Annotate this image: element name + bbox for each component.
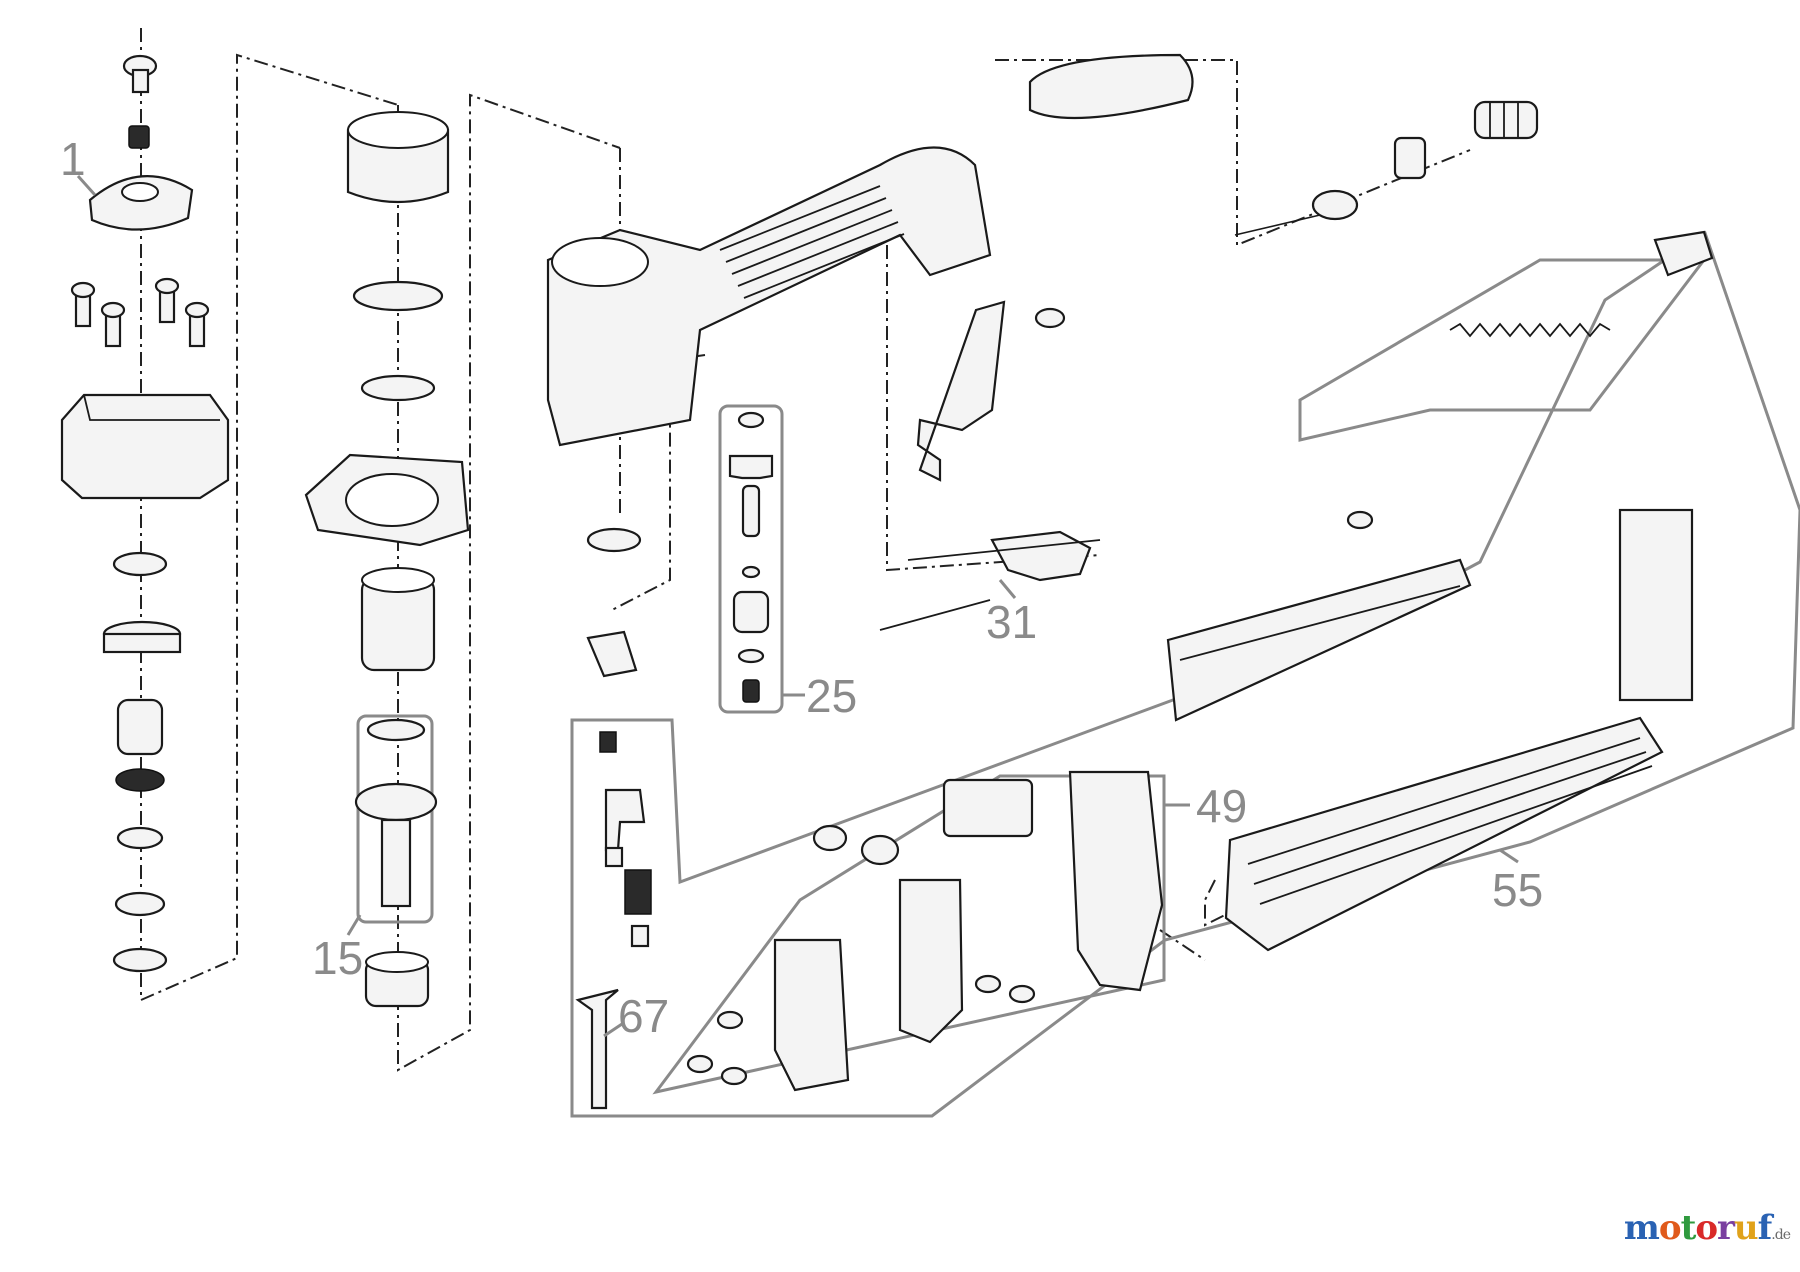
watermark-suffix: .de — [1771, 1227, 1791, 1243]
tool-body — [546, 53, 1194, 553]
valve-assembly-parts — [728, 411, 774, 703]
o-ring — [1311, 189, 1359, 221]
callout-67: 67 — [618, 990, 669, 1042]
watermark-letter: m — [1623, 1208, 1660, 1248]
left-stack-parts — [60, 54, 230, 973]
magazine-parts — [1166, 230, 1714, 952]
watermark-letter: t — [1680, 1208, 1697, 1248]
callout-31: 31 — [986, 596, 1037, 648]
magazine-channel — [1224, 716, 1664, 952]
callout-1: 1 — [60, 133, 86, 185]
rear-bracket — [1618, 508, 1694, 702]
watermark-letter: f — [1757, 1208, 1773, 1248]
brand-watermark: motoruf.de — [1623, 1208, 1791, 1248]
cylinder-stack-parts — [304, 111, 470, 1008]
trigger — [990, 530, 1092, 582]
group-box-67 — [570, 230, 1800, 1118]
nose-plate — [1068, 770, 1164, 992]
linkage-bracket — [586, 630, 638, 678]
valve-piston — [116, 698, 164, 756]
pusher-head — [1653, 230, 1714, 277]
air-fitting-parts — [1234, 100, 1539, 236]
spring-small — [128, 125, 150, 149]
group-box-15 — [356, 714, 434, 924]
callout-55: 55 — [1492, 864, 1543, 916]
pusher-springs — [1449, 322, 1611, 338]
piston — [354, 782, 438, 822]
watermark-letter: r — [1717, 1208, 1735, 1248]
exhaust-cover — [88, 175, 194, 231]
safety-linkage-parts — [575, 630, 652, 1110]
callout-25: 25 — [806, 670, 857, 722]
safety-arm — [575, 988, 619, 1110]
watermark-letter: o — [1695, 1208, 1718, 1248]
callouts: 1 15 25 31 49 55 67 — [60, 133, 1543, 1042]
grip-cover — [1028, 53, 1194, 120]
group-box-25 — [718, 404, 784, 714]
watermark-logo: motoruf — [1623, 1208, 1773, 1248]
guide-block — [942, 778, 1034, 838]
handle-housing — [546, 146, 992, 447]
front-plate — [773, 938, 850, 1092]
callout-15: 15 — [312, 932, 363, 984]
air-coupler — [1473, 100, 1539, 140]
callout-49: 49 — [1196, 780, 1247, 832]
fitting-nut — [1393, 136, 1427, 180]
contact-plate — [898, 878, 964, 1044]
watermark-letter: u — [1733, 1208, 1759, 1248]
cap-screws-row — [70, 277, 210, 348]
trigger-bracket — [916, 300, 1006, 482]
pusher-rail — [1166, 558, 1472, 722]
group-box-31 — [1298, 258, 1708, 442]
watermark-letter: o — [1658, 1208, 1682, 1248]
trigger-assembly-parts — [879, 530, 1101, 631]
nose-parts — [686, 770, 1164, 1092]
